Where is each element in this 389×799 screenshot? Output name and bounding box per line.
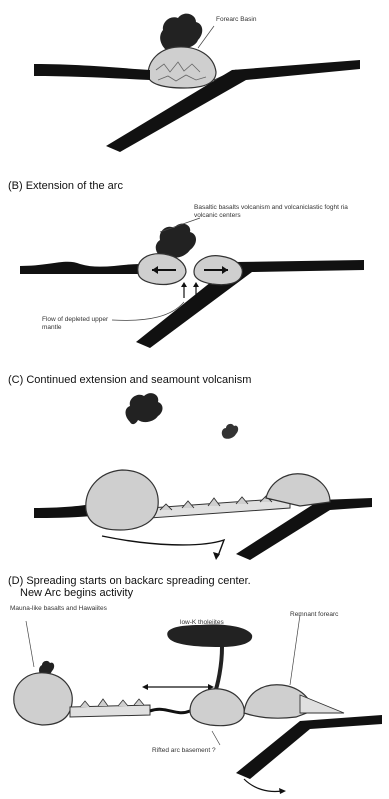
label-forearc-basin: Forearc Basin [216, 16, 256, 24]
label-tholeiites: low-K tholeiites [180, 619, 224, 627]
seamount-plume [222, 424, 238, 439]
label-remnant-forearc: Remnant forearc [290, 611, 338, 619]
remnant-arc [14, 673, 72, 725]
overriding-plate [34, 64, 150, 80]
panel-a-diagram [0, 0, 389, 160]
panel-c: (C) Continued extension and seamount vol… [0, 360, 389, 575]
tholeiite-plume [167, 624, 252, 647]
downgoing-plate [236, 715, 382, 779]
panel-b: (B) Extension of the arc Basaltic basalt… [0, 160, 389, 360]
overriding-plate [34, 504, 92, 518]
panel-c-diagram [0, 360, 389, 575]
panel-a: Forearc Basin [0, 0, 389, 160]
eruption-plume [126, 393, 163, 424]
new-arc [190, 689, 244, 726]
label-volcanism: Basaltic basalts volcanism and volcanicl… [194, 204, 364, 220]
spreading-center [150, 709, 190, 712]
panel-d: (D) Spreading starts on backarc spreadin… [0, 575, 389, 799]
overriding-plate [20, 262, 140, 274]
remnant-arc [86, 470, 158, 530]
label-rifted-basement: Rifted arc basement ? [152, 747, 216, 755]
label-basalts: Mauna-like basalts and Hawaiites [10, 605, 110, 613]
label-mantle-flow: Flow of depleted upper mantle [42, 316, 114, 332]
